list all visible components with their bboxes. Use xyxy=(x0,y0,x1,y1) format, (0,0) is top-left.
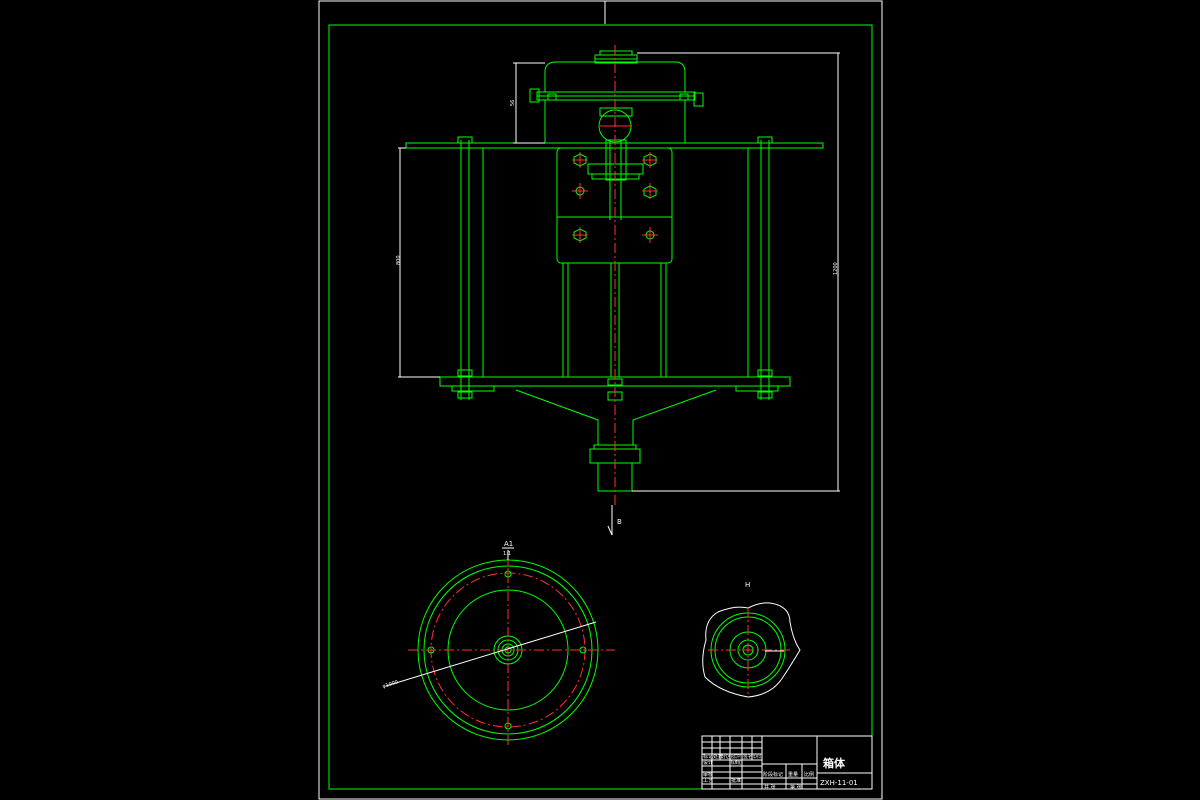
title-cell-14: 比例 xyxy=(804,771,814,778)
dim-top-height: 56 xyxy=(510,100,516,106)
title-block xyxy=(701,735,873,790)
title-cell-7: 设计 xyxy=(703,759,713,766)
dim-left-height: 800 xyxy=(396,255,402,265)
drawing-frame xyxy=(328,24,873,790)
title-cell-13: 重量 xyxy=(788,771,798,778)
title-cell-12: 阶段标记 xyxy=(763,771,783,778)
detail-label: H xyxy=(745,581,750,589)
section-arrow-label: B xyxy=(617,518,622,526)
title-cell-4: 更改文件号 xyxy=(731,753,741,760)
title-cell-16: 第 张 xyxy=(790,784,802,791)
title-cell-11: 批准 xyxy=(731,777,741,784)
title-cell-3: 分区 xyxy=(721,753,731,760)
leader-label: φ1000 xyxy=(382,679,399,689)
title-cell-10: 工艺 xyxy=(703,778,713,784)
title-cell-8: 标准化 xyxy=(731,759,741,766)
title-cell-5: 签名 xyxy=(743,753,753,760)
title-cell-2: 处数 xyxy=(713,753,723,760)
title-cell-9: 审核 xyxy=(703,771,713,778)
title-block-name: 箱体 xyxy=(823,756,846,770)
title-cell-6: 年月日 xyxy=(753,753,761,760)
plan-view xyxy=(385,547,615,745)
dimension-lines xyxy=(398,52,840,492)
title-block-drawing-no: ZXH-11-01 xyxy=(820,779,858,787)
elevation-view xyxy=(405,45,824,536)
plan-label-top: A1 xyxy=(504,540,513,548)
detail-view-h xyxy=(702,602,801,698)
sheet-border xyxy=(318,0,883,800)
plan-label-bottom: 1:1 xyxy=(503,551,511,557)
title-cell-15: 共 张 xyxy=(764,784,776,791)
dim-right-height: 1200 xyxy=(833,262,839,275)
title-cell-1: 标记 xyxy=(703,753,713,760)
